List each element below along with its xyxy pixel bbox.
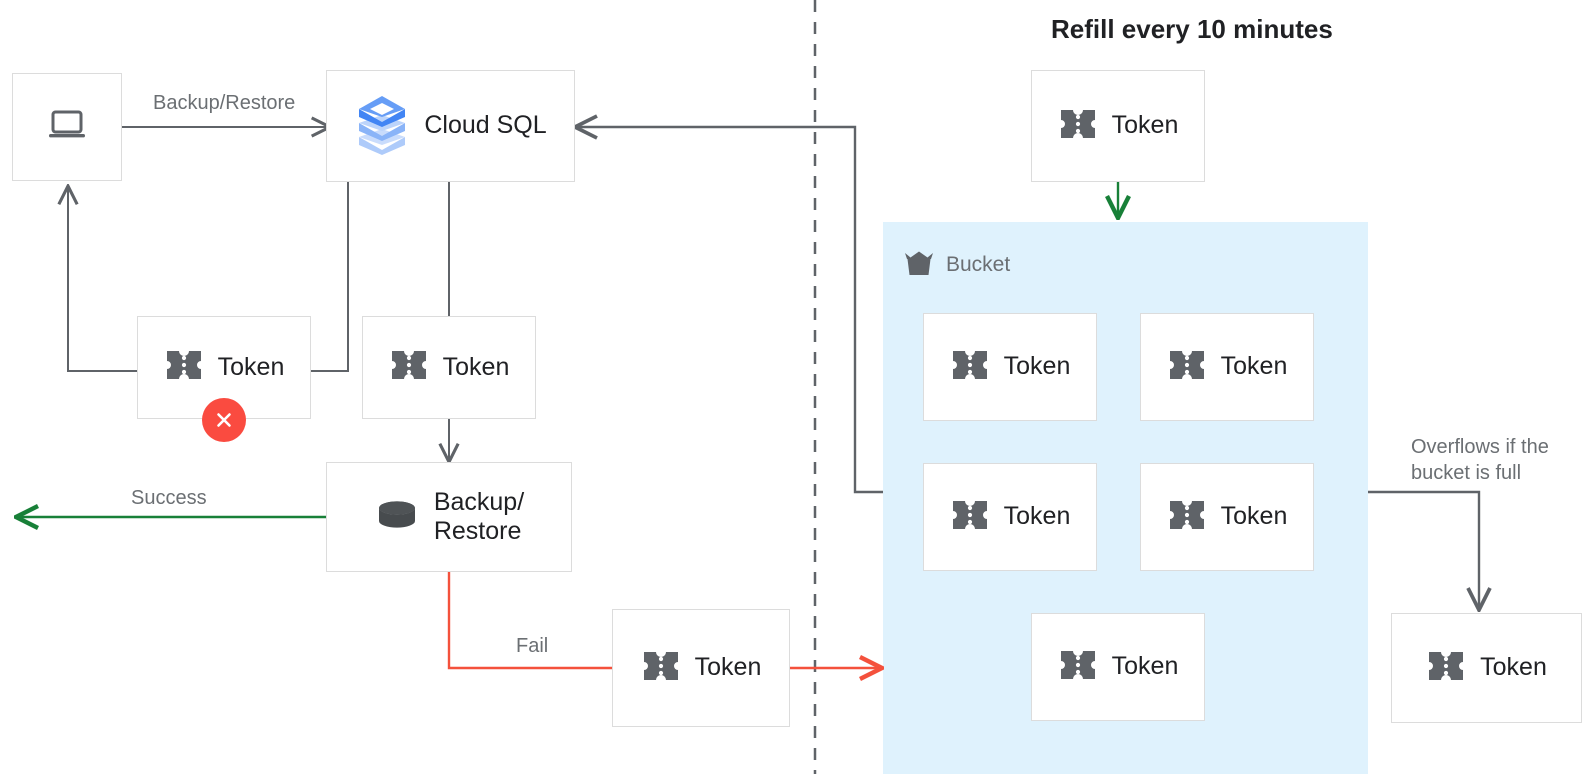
bucket-token-label: Token <box>1003 502 1071 531</box>
edge-bucket-to-cloudsql <box>575 127 883 494</box>
bucket-token-label: Token <box>1220 502 1288 531</box>
node-label-token-rejected: Token <box>217 352 285 381</box>
edge-label-success: Success <box>131 487 207 509</box>
node-token-overflow[interactable]: Token <box>1391 613 1582 723</box>
bucket-label: Bucket <box>946 252 1011 276</box>
edge-label-overflow: Overflows if the bucket is full <box>1411 436 1549 485</box>
node-label-token-refill: Token <box>1111 111 1179 140</box>
token-icon <box>1426 649 1466 688</box>
close-icon <box>217 413 231 427</box>
bucket-token-label: Token <box>1220 352 1288 381</box>
node-label-token-consumed: Token <box>442 352 510 381</box>
laptop-icon <box>45 107 89 148</box>
token-icon <box>950 348 990 387</box>
node-client[interactable] <box>12 73 122 181</box>
node-token-refill[interactable]: Token <box>1031 70 1205 182</box>
node-label-token-failed: Token <box>694 653 762 682</box>
x-badge <box>202 398 246 442</box>
edge-label-fail: Fail <box>516 635 549 657</box>
node-backup-restore[interactable]: Backup/ Restore <box>326 462 572 572</box>
bucket-header: Bucket <box>902 246 1010 283</box>
page-title: Refill every 10 minutes <box>1051 14 1333 44</box>
bucket-token-2[interactable]: Token <box>1140 313 1314 421</box>
bucket-token-1[interactable]: Token <box>923 313 1097 421</box>
node-label-cloud-sql: Cloud SQL <box>424 111 547 140</box>
token-icon <box>1167 498 1207 537</box>
bucket-token-5[interactable]: Token <box>1031 613 1205 721</box>
token-icon <box>389 348 429 387</box>
cloud-sql-icon <box>354 93 410 160</box>
node-label-backup-restore: Backup/ Restore <box>433 487 525 546</box>
edge-label-backup-restore: Backup/Restore <box>153 92 296 114</box>
token-icon <box>641 649 681 688</box>
node-token-consumed[interactable]: Token <box>362 316 536 419</box>
database-icon <box>374 497 420 538</box>
token-icon <box>164 348 204 387</box>
token-icon <box>1167 348 1207 387</box>
token-icon <box>1058 107 1098 146</box>
edge-token-rejected-to-client <box>68 186 137 372</box>
node-label-token-overflow: Token <box>1480 653 1547 682</box>
node-token-failed[interactable]: Token <box>612 609 790 727</box>
bucket-token-label: Token <box>1111 652 1179 681</box>
bucket-token-3[interactable]: Token <box>923 463 1097 571</box>
token-icon <box>950 498 990 537</box>
bucket-icon <box>902 246 936 283</box>
bucket-token-4[interactable]: Token <box>1140 463 1314 571</box>
edge-bucket-overflow <box>1368 490 1479 610</box>
token-icon <box>1058 648 1098 687</box>
bucket-token-label: Token <box>1003 352 1071 381</box>
node-cloud-sql[interactable]: Cloud SQL <box>326 70 575 182</box>
